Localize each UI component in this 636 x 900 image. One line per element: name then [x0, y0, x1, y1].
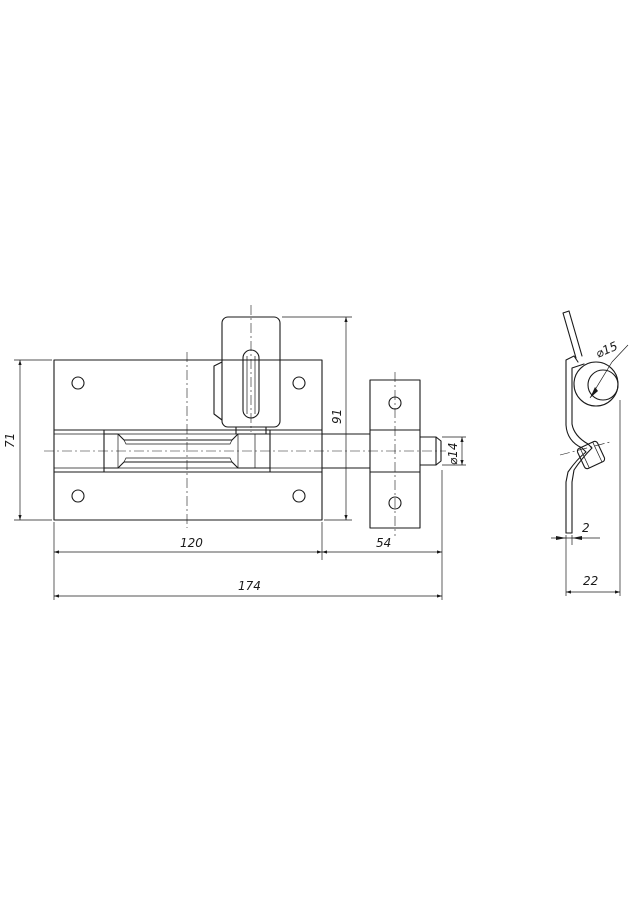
dim-sheet-thickness: 2 [582, 521, 590, 535]
bolt-section [576, 440, 606, 470]
dim-side-depth: 22 [583, 574, 598, 588]
side-dimensions: ⌀15 2 22 [551, 339, 629, 596]
dim-plate-height: 71 [3, 433, 17, 448]
dim-plate-width: 120 [180, 536, 203, 550]
mounting-hole-bottom-right [292, 489, 306, 503]
side-view [559, 310, 619, 534]
mounting-hole-top-left [71, 376, 85, 390]
dim-overall-length: 174 [238, 579, 261, 593]
front-dimensions: 120 54 174 71 91 ⌀14 [3, 316, 466, 600]
base-plate [53, 359, 323, 521]
mounting-hole-top-right [292, 376, 306, 390]
front-view [44, 305, 446, 536]
dim-handle-height: 91 [330, 409, 344, 424]
knuckle-outer [573, 361, 619, 407]
bolt-handle [213, 316, 281, 435]
side-profile [565, 355, 587, 534]
bolt-channel [53, 429, 323, 473]
knuckle-inner [587, 369, 619, 401]
keeper-hole-bottom [388, 496, 402, 510]
dim-bolt-diameter: ⌀14 [446, 443, 460, 466]
mounting-hole-bottom-left [71, 489, 85, 503]
side-handle [562, 310, 583, 359]
dim-bolt-extension: 54 [376, 536, 391, 550]
